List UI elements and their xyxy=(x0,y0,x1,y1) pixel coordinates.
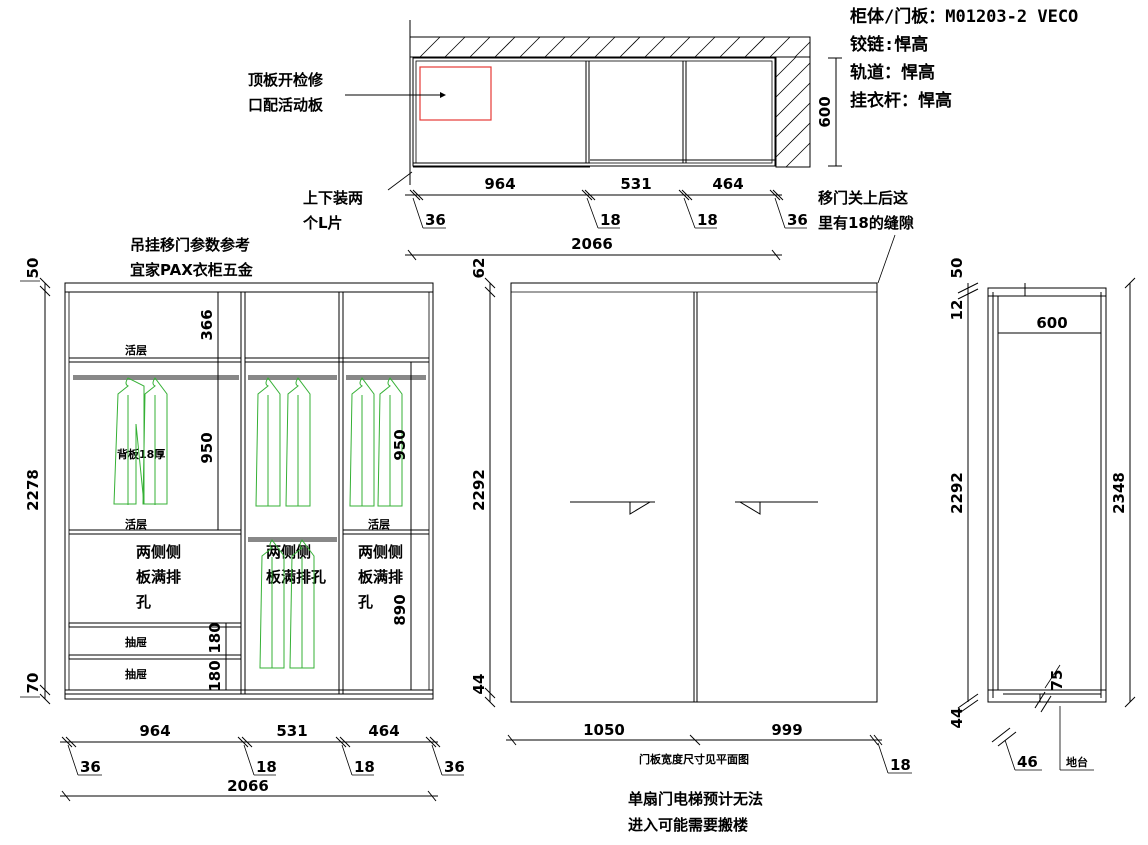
clothes-mid-upper xyxy=(255,377,311,507)
side-note-1b: 板满排 xyxy=(136,568,181,586)
spec-block: 柜体/门板：M01203-2 VECO 铰链:悍高 轨道：悍高 挂衣杆：悍高 xyxy=(850,6,1078,111)
drawer-label-1: 抽屉 xyxy=(125,635,147,649)
side-bottom: 44 xyxy=(948,708,966,729)
rail-mid xyxy=(248,375,337,380)
spec-track: 轨道：悍高 xyxy=(850,62,935,83)
side-note-2a: 两侧侧 xyxy=(266,543,311,561)
plan-view: 顶板开检修 口配活动板 600 964 531 464 36 18 18 36 … xyxy=(248,20,914,284)
drawer-top-rail xyxy=(68,622,242,628)
interior-total-width: 2066 xyxy=(227,777,269,795)
shelf-label-3: 活层 xyxy=(368,517,390,531)
door-width-note: 门板宽度尺寸见平面图 xyxy=(639,752,749,766)
side-note-1c: 孔 xyxy=(136,593,151,611)
side-outline xyxy=(987,287,1107,703)
side-note-3c: 孔 xyxy=(358,593,373,611)
back-panel-label: 背板18厚 xyxy=(117,447,165,461)
wall-top xyxy=(409,36,811,58)
side-kick: 75 xyxy=(1048,670,1066,691)
elevator-note-1: 单扇门电梯预计无法 xyxy=(628,790,763,808)
interior-carcass xyxy=(64,282,434,700)
interior-gap-mid2: 18 xyxy=(354,758,375,776)
spec-hinge: 铰链:悍高 xyxy=(850,34,928,55)
plan-depth: 600 xyxy=(816,96,834,127)
interior-width-3: 464 xyxy=(368,722,399,740)
interior-gap-left: 36 xyxy=(80,758,101,776)
wall-hatch-top xyxy=(419,36,811,58)
drawer-mid-rail xyxy=(68,654,242,660)
wall-hatch-right xyxy=(775,56,811,168)
interior-total-height: 2278 xyxy=(24,469,42,511)
interior-bottom-dim: 70 xyxy=(24,673,42,694)
spec-cabinet-material: 柜体/门板：M01203-2 VECO xyxy=(850,6,1078,27)
dim-drawer-1: 180 xyxy=(206,622,224,653)
interior-width-2: 531 xyxy=(276,722,307,740)
wall-right xyxy=(775,56,811,168)
rail-left xyxy=(73,375,239,380)
interior-gap-right: 36 xyxy=(444,758,465,776)
interior-width-1: 964 xyxy=(139,722,170,740)
ref-note-1: 吊挂移门参数参考 xyxy=(130,236,250,254)
interior-gap-mid1: 18 xyxy=(256,758,277,776)
front-top-gap: 62 xyxy=(470,258,488,279)
front-bottom: 44 xyxy=(470,674,488,695)
front-height: 2292 xyxy=(470,469,488,511)
side-depth: 600 xyxy=(1036,314,1067,332)
interior-elevation: 吊挂移门参数参考 宜家PAX衣柜五金 活层 活层 活层 xyxy=(20,236,465,802)
rail-mid-lower xyxy=(248,537,337,542)
plan-cabinet xyxy=(412,57,776,167)
l-bracket-leader xyxy=(387,171,413,191)
clothes-right xyxy=(349,377,403,507)
l-bracket-note-1: 上下装两 xyxy=(303,189,363,207)
l-bracket-note-2: 个L片 xyxy=(302,214,343,232)
elevator-note-2: 进入可能需要搬楼 xyxy=(628,816,748,834)
plan-gap-mid2: 18 xyxy=(697,211,718,229)
interior-inner xyxy=(68,291,430,691)
side-note-3b: 板满排 xyxy=(358,568,403,586)
side-total-height: 2348 xyxy=(1110,472,1128,514)
ref-note-2: 宜家PAX衣柜五金 xyxy=(130,261,254,279)
dim-366: 366 xyxy=(198,309,216,340)
access-panel-highlight xyxy=(419,66,492,121)
front-elevation: 62 2292 44 1050 999 门板宽度尺寸见平面图 18 单扇门电梯预… xyxy=(470,258,912,834)
plan-width-2: 531 xyxy=(620,175,651,193)
side-note-1a: 两侧侧 xyxy=(136,543,181,561)
shelf-label-1: 活层 xyxy=(125,343,147,357)
plan-gap-mid1: 18 xyxy=(600,211,621,229)
rail-right xyxy=(346,375,426,380)
dim-950-right: 950 xyxy=(391,429,409,460)
side-note-2b: 板满排孔 xyxy=(266,568,326,586)
access-note-1: 顶板开检修 xyxy=(248,71,324,89)
door-right-width: 999 xyxy=(771,721,802,739)
dim-drawer-2: 180 xyxy=(206,660,224,691)
side-section: 600 50 12 2292 44 2348 75 46 地台 xyxy=(948,258,1136,771)
gap-note-2: 里有18的缝隙 xyxy=(818,214,914,232)
gap-note-1: 移门关上后这 xyxy=(818,189,908,207)
side-inner-height: 2292 xyxy=(948,472,966,514)
interior-top-dim: 50 xyxy=(24,258,42,279)
side-note-3a: 两侧侧 xyxy=(358,543,403,561)
side-top2: 12 xyxy=(948,300,966,321)
front-right-gap: 18 xyxy=(890,756,911,774)
shelf-label-2: 活层 xyxy=(125,517,147,531)
dim-950-left: 950 xyxy=(198,432,216,463)
drawer-label-2: 抽屉 xyxy=(125,667,147,681)
dim-890: 890 xyxy=(391,594,409,625)
door-left-width: 1050 xyxy=(583,721,625,739)
access-note-2: 口配活动板 xyxy=(248,96,324,114)
spec-hanging-rod: 挂衣杆：悍高 xyxy=(850,90,952,111)
plan-gap-left: 36 xyxy=(425,211,446,229)
plan-cabinet-inner xyxy=(415,60,773,164)
side-top: 50 xyxy=(948,258,966,279)
plinth-label: 地台 xyxy=(1066,755,1088,769)
plan-width-3: 464 xyxy=(712,175,743,193)
clothes-mid-lower xyxy=(259,539,315,669)
plan-total: 2066 xyxy=(571,235,613,253)
gap-note-leader xyxy=(877,234,896,284)
clothes-left xyxy=(113,377,168,505)
plan-width-1: 964 xyxy=(484,175,515,193)
side-kick-depth: 46 xyxy=(1017,753,1038,771)
plan-gap-right: 36 xyxy=(787,211,808,229)
